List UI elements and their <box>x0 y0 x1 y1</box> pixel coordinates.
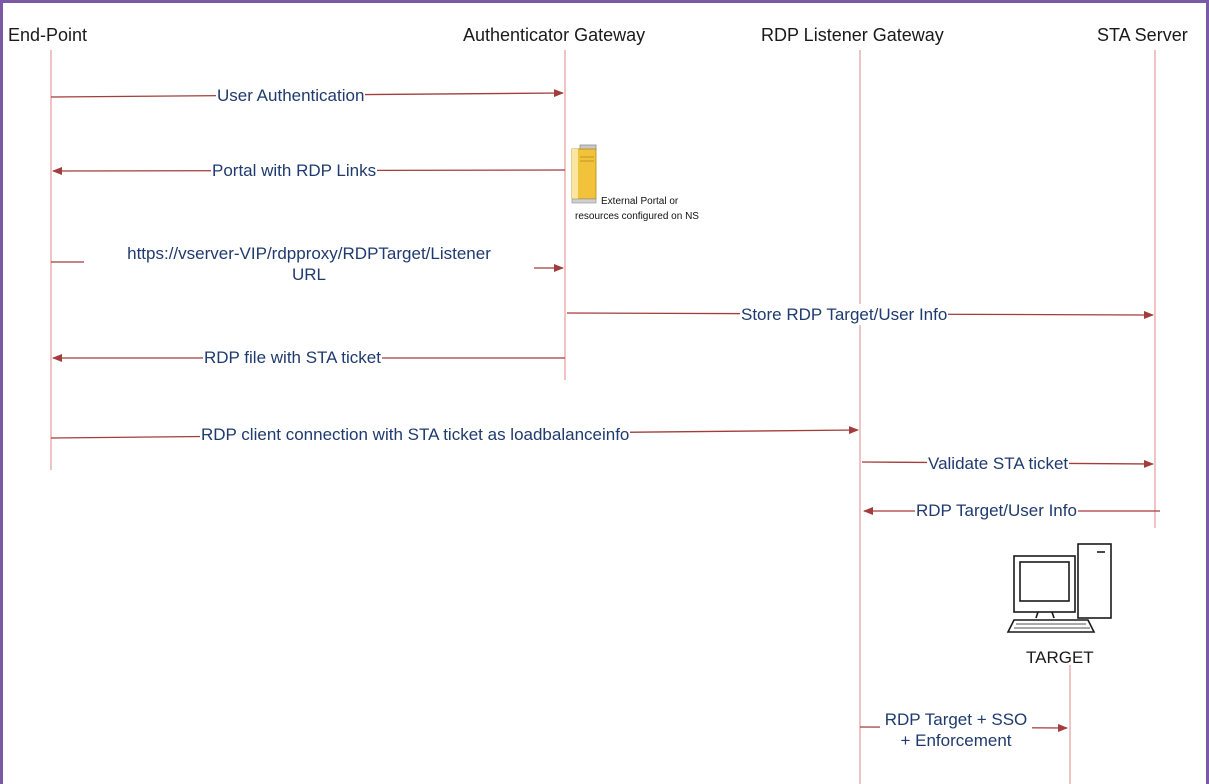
label-rdpproxy-url-line1: https://vserver-VIP/rdpproxy/RDPTarget/L… <box>127 244 491 263</box>
label-validate-sta-ticket: Validate STA ticket <box>927 453 1070 474</box>
participant-endpoint: End-Point <box>8 25 88 45</box>
server-note-line1: External Portal or <box>601 196 679 207</box>
label-rdpproxy-url: https://vserver-VIP/rdpproxy/RDPTarget/L… <box>84 243 534 285</box>
label-rdp-target-sso-line1: RDP Target + SSO <box>884 710 1028 729</box>
server-note-line2: resources configured on NS <box>575 211 699 222</box>
label-rdp-client-connection: RDP client connection with STA ticket as… <box>200 424 631 445</box>
label-rdp-file-sta-ticket: RDP file with STA ticket <box>203 347 382 368</box>
participant-authenticator-gateway: Authenticator Gateway <box>463 25 646 45</box>
label-store-rdp-target: Store RDP Target/User Info <box>740 304 949 325</box>
label-portal-rdp-links: Portal with RDP Links <box>211 160 378 181</box>
label-rdp-target-sso: RDP Target + SSO + Enforcement <box>880 709 1032 751</box>
label-rdp-target-sso-line2: + Enforcement <box>900 731 1012 750</box>
label-user-authentication: User Authentication <box>216 85 366 106</box>
label-rdp-target-user-info: RDP Target/User Info <box>915 500 1078 521</box>
participant-sta-server: STA Server <box>1097 25 1188 45</box>
server-note: External Portal or resources configured … <box>575 194 699 224</box>
label-rdpproxy-url-line2: URL <box>291 265 326 284</box>
target-label: TARGET <box>1026 648 1094 667</box>
computer-icon <box>1006 543 1112 633</box>
server-icon <box>571 144 597 204</box>
participant-rdp-listener-gateway: RDP Listener Gateway <box>761 25 944 45</box>
